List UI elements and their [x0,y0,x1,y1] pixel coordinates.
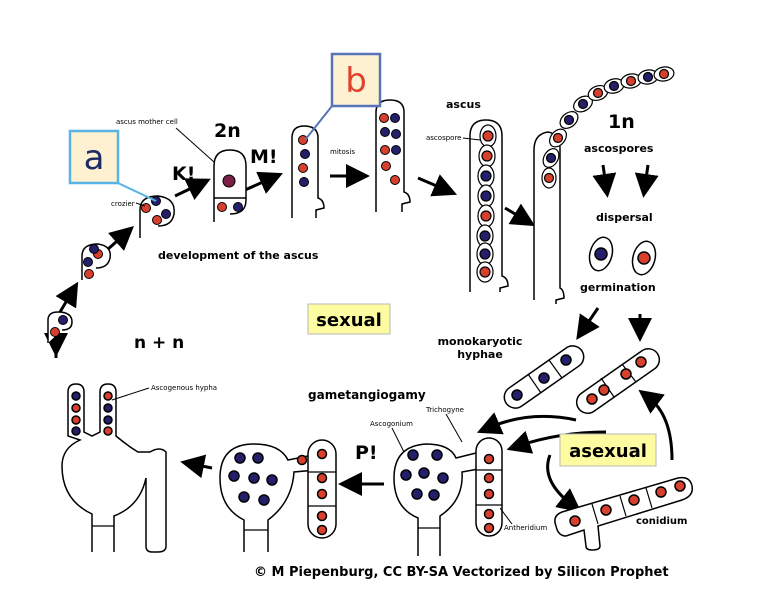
credit-line: © M Piepenburg, CC BY-SA Vectorized by S… [254,565,669,580]
ascus-label: ascus [446,98,481,111]
arrow-k [174,178,211,201]
text-labels: ascus mother cell crozier 2n K! M! mitos… [111,98,687,580]
dispersal-label: dispersal [596,211,653,224]
one-n-label: 1n [608,111,635,133]
arrow-up-3 [106,226,134,252]
ascogonium-label: Ascogonium [370,420,413,428]
arrow-germ-left [576,307,600,340]
germination-label: germination [580,281,656,294]
arrow-to-release [504,203,536,227]
development-label: development of the ascus [158,249,319,262]
ascus-after-meiosis [291,125,325,218]
trichogyne-label: Trichogyne [425,406,464,414]
hook-stage-2 [81,243,111,280]
arrow-dispersal-left [592,164,617,198]
ascogenous-hypha-label: Ascogenous hypha [151,384,217,392]
monokaryotic-label-line2: hyphae [457,348,503,361]
arrow-hyphae-to-gametangia [476,412,577,435]
crozier-pointer [135,202,146,207]
ascospore-label: ascospore [426,134,461,142]
hook-stage-1 [47,311,73,343]
n-plus-n-label: n + n [134,333,184,353]
ascus-mother-cell-pointer [175,127,215,163]
sexual-label: sexual [316,310,382,331]
asexual-box: asexual [559,433,657,467]
conidium-label: conidium [636,516,687,527]
arrow-up-2 [55,281,79,313]
gametangia-stage-middle [219,439,337,552]
arrow-conidia-back [638,389,674,461]
crozier [139,195,175,238]
antheridium-label: Antheridium [504,524,547,532]
gametangia-stage-right [393,437,503,556]
mature-ascus [469,119,509,292]
arrow-to-conidia [546,454,582,513]
arrow-dispersal-right [634,164,659,198]
arrow-m [244,171,283,194]
sexual-box: sexual [307,303,391,335]
monokaryotic-label-line1: monokaryotic [438,335,523,348]
ascus-after-mitosis [375,99,411,212]
callout-a: a [68,129,157,202]
arrow-to-ascogenous [180,454,213,479]
ascospore-pointer [462,137,481,141]
arrow-to-ascus [417,174,458,197]
m-label: M! [250,146,278,168]
gametangiogamy-label: gametangiogamy [308,388,426,402]
p-label: P! [355,442,378,464]
ascogenous-hypha-stage [61,383,167,553]
callout-a-text: a [84,138,105,178]
callout-b: b [304,52,382,141]
conidia-chain [554,476,694,551]
trichogyne-pointer [445,413,463,443]
ascus-releasing-spores [533,66,675,304]
asexual-label: asexual [569,441,647,462]
dispersed-spores [588,236,657,276]
ascogonium-pointer [391,427,405,453]
monokaryotic-hypha-red [575,348,661,414]
two-n-label: 2n [214,120,241,142]
k-label: K! [172,163,195,185]
callout-b-text: b [345,61,367,101]
ascus-mother-cell [213,149,247,222]
ascus-mother-cell-label: ascus mother cell [116,118,178,126]
cycle-arrows [44,164,674,513]
antheridium-pointer [499,507,513,525]
ascospores-label: ascospores [584,142,654,155]
mitosis-label: mitosis [330,148,355,156]
ascogenous-hypha-pointer [111,387,150,401]
crozier-label: crozier [111,200,135,208]
monokaryotic-hypha-blue [503,345,585,409]
